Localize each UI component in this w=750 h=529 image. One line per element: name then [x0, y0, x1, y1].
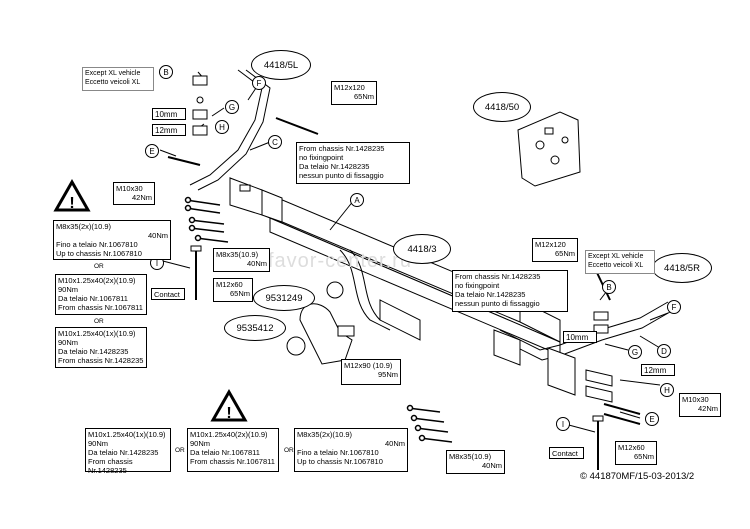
or-label: OR — [94, 263, 104, 270]
bolt-m10x125-2x-left: M10x1.25x40(2x)(10.9)90Nm Da telaio Nr.1… — [55, 274, 147, 315]
warning-icon — [53, 178, 91, 212]
part-letter-h-right: H — [660, 383, 674, 397]
part-letter-e: E — [145, 144, 159, 158]
left-bracket — [189, 69, 283, 223]
kit-right-label: 4418/5R — [652, 253, 712, 283]
document-code: © 441870MF/15-03-2013/2 — [580, 471, 695, 482]
part-letter-g: G — [225, 100, 239, 114]
spacer-10mm-right: 10mm — [563, 331, 597, 343]
watermark: favor-center.ru — [268, 250, 412, 272]
bolt-m10x125-1x-bottom: M10x1.25x40(1x)(10.9)90Nm Da telaio Nr.1… — [85, 428, 171, 475]
part-letter-a: A — [350, 193, 364, 207]
bolt-m10x125-1x-left: M10x1.25x40(1x)(10.9)90Nm Da telaio Nr.1… — [55, 327, 147, 368]
left-bolts — [184, 196, 229, 243]
bolt-m8x35-bottom: M8x35(10.9)40Nm — [446, 450, 505, 474]
spacer-12mm-left: 12mm — [152, 124, 186, 136]
electric-kit — [517, 111, 581, 187]
tow-ball — [286, 303, 355, 365]
bolt-m10x125-2x-bottom: M10x1.25x40(2x)(10.9)90Nm Da telaio Nr.1… — [187, 428, 279, 472]
spacer-10mm-left: 10mm — [152, 108, 186, 120]
part-letter-e-right: E — [645, 412, 659, 426]
part-letter-d: D — [657, 344, 671, 358]
part-letter-h: H — [215, 120, 229, 134]
part-letter-b: B — [159, 65, 173, 79]
towball-part-a: 9531249 — [253, 285, 315, 311]
spacer-12mm-right: 12mm — [641, 364, 675, 376]
or-label: OR — [94, 318, 104, 325]
or-label: OR — [284, 447, 294, 454]
kit-electric-label: 4418/50 — [473, 92, 531, 122]
part-letter-b-right: B — [602, 280, 616, 294]
part-letter-c: C — [268, 135, 282, 149]
warning-icon — [210, 388, 248, 422]
svg-text:!: ! — [69, 195, 74, 212]
right-bracket — [493, 301, 671, 396]
kit-left-label: 4418/5L — [251, 50, 311, 80]
bolt-m8x35-2x-left: M8x35(2x)(10.9)40Nm Fino a telaio Nr.106… — [53, 220, 171, 260]
contact-label-right: Contact — [549, 447, 584, 459]
bolt-m12x90: M12x90 (10.9)95Nm — [341, 359, 401, 385]
part-letter-f: F — [252, 76, 266, 90]
part-letter-f-right: F — [667, 300, 681, 314]
kit-main-label: 4418/3 — [393, 234, 451, 264]
bolt-m8x35-2x-bottom: M8x35(2x)(10.9)40Nm Fino a telaio Nr.106… — [294, 428, 408, 472]
part-letter-g-right: G — [628, 345, 642, 359]
or-label: OR — [175, 447, 185, 454]
tow-neck — [326, 249, 421, 341]
bolt-m8x35-left: M8x35(10.9)40Nm — [213, 248, 270, 272]
part-letter-i-right: I — [556, 417, 570, 431]
bottom-bolts — [406, 404, 453, 443]
towball-part-b: 9535412 — [224, 315, 286, 341]
svg-text:!: ! — [226, 405, 231, 422]
contact-label-left: Contact — [151, 288, 185, 300]
